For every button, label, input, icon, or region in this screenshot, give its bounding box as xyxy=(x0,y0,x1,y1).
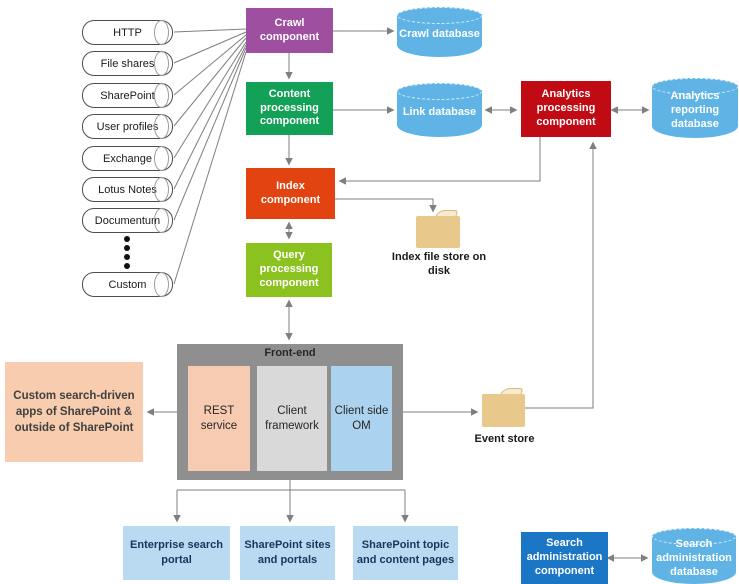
event-store-label: Event store xyxy=(474,433,535,445)
ellipsis-dots xyxy=(124,236,130,269)
line-custom-to-crawl xyxy=(173,51,247,285)
dot xyxy=(124,254,130,260)
dot xyxy=(124,245,130,251)
event-store-folder-icon xyxy=(482,388,525,427)
source-file-shares: File shares xyxy=(82,51,173,76)
sharepoint-sites-portals-box: SharePoint sites and portals xyxy=(240,526,335,580)
source-sharepoint-label: SharePoint xyxy=(100,89,155,102)
index-file-store-folder-icon xyxy=(416,210,460,248)
arrow-index-to-filestore xyxy=(335,198,437,213)
content-processing-component: Content processing component xyxy=(246,82,333,135)
search-administration-component: Search administration component xyxy=(521,532,608,584)
search-administration-database: Search administration database xyxy=(652,528,736,584)
client-framework-label: Client framework xyxy=(265,404,319,432)
analytics-processing-component: Analytics processing component xyxy=(521,81,611,137)
line-fileshares-to-crawl xyxy=(173,31,247,64)
folder-body xyxy=(482,394,525,427)
source-user-profiles-label: User profiles xyxy=(96,120,159,133)
cylinder-cap xyxy=(397,7,482,24)
index-component: Index component xyxy=(246,168,335,219)
source-http: HTTP xyxy=(82,20,173,45)
search-admin-label: Search administration component xyxy=(526,537,603,577)
source-sharepoint: SharePoint xyxy=(82,83,173,108)
source-lotus-notes: Lotus Notes xyxy=(82,177,173,202)
cylinder-cap xyxy=(652,528,736,545)
source-file-shares-label: File shares xyxy=(100,57,155,70)
custom-search-apps-label: Custom search-driven apps of SharePoint … xyxy=(13,389,135,435)
analytics-processing-label: Analytics processing component xyxy=(536,88,596,128)
folder-body xyxy=(416,216,460,248)
crawl-component: Crawl component xyxy=(246,8,333,53)
line-sharepoint-to-crawl xyxy=(173,34,247,96)
cylinder-cap xyxy=(652,78,738,95)
arrow-eventstore-to-analytics xyxy=(525,141,597,409)
client-framework-box: Client framework xyxy=(257,366,327,471)
crawl-database-label: Crawl database xyxy=(399,28,480,41)
index-file-store-label: Index file store on disk xyxy=(391,251,487,278)
arrow-analytics-to-index xyxy=(338,137,541,185)
enterprise-search-portal-label: Enterprise search portal xyxy=(130,539,223,566)
query-processing-label: Query processing component xyxy=(259,249,319,289)
source-exchange: Exchange xyxy=(82,146,173,171)
search-admin-database-label: Search administration database xyxy=(656,538,732,578)
sharepoint-topic-pages-label: SharePoint topic and content pages xyxy=(356,539,455,566)
enterprise-search-portal-box: Enterprise search portal xyxy=(123,526,230,580)
index-component-label: Index component xyxy=(260,179,321,206)
client-side-om-label: Client side OM xyxy=(334,404,389,432)
client-side-om-box: Client side OM xyxy=(331,366,392,471)
line-userprofiles-to-crawl xyxy=(173,37,247,127)
dot xyxy=(124,236,130,242)
analytics-reporting-database-label: Analytics reporting database xyxy=(670,90,720,130)
crawl-component-label: Crawl component xyxy=(259,16,320,43)
source-user-profiles: User profiles xyxy=(82,114,173,139)
custom-search-apps-box: Custom search-driven apps of SharePoint … xyxy=(5,362,143,462)
link-database-label: Link database xyxy=(402,106,477,119)
line-lotusnotes-to-crawl xyxy=(173,44,247,190)
line-documentum-to-crawl xyxy=(173,47,247,221)
rest-service-label: REST service xyxy=(200,404,238,432)
content-processing-label: Content processing component xyxy=(259,87,320,128)
front-end-title: Front-end xyxy=(264,347,316,359)
source-custom-label: Custom xyxy=(108,278,147,291)
sharepoint-sites-portals-label: SharePoint sites and portals xyxy=(244,539,331,566)
link-database: Link database xyxy=(397,83,482,137)
rest-service-box: REST service xyxy=(188,366,250,471)
front-end-container: Front-end REST service Client framework … xyxy=(177,344,403,480)
sharepoint-topic-pages-box: SharePoint topic and content pages xyxy=(353,526,458,580)
source-documentum: Documentum xyxy=(82,208,173,233)
crawl-database: Crawl database xyxy=(397,7,482,57)
query-processing-component: Query processing component xyxy=(246,243,332,297)
source-http-label: HTTP xyxy=(113,26,142,39)
line-exchange-to-crawl xyxy=(173,41,247,159)
dot xyxy=(124,263,130,269)
source-custom: Custom xyxy=(82,272,173,297)
line-http-to-crawl xyxy=(173,28,247,33)
source-exchange-label: Exchange xyxy=(103,152,152,165)
cylinder-cap xyxy=(397,83,482,100)
analytics-reporting-database: Analytics reporting database xyxy=(652,78,738,138)
source-documentum-label: Documentum xyxy=(94,214,161,227)
source-lotus-notes-label: Lotus Notes xyxy=(98,183,157,196)
